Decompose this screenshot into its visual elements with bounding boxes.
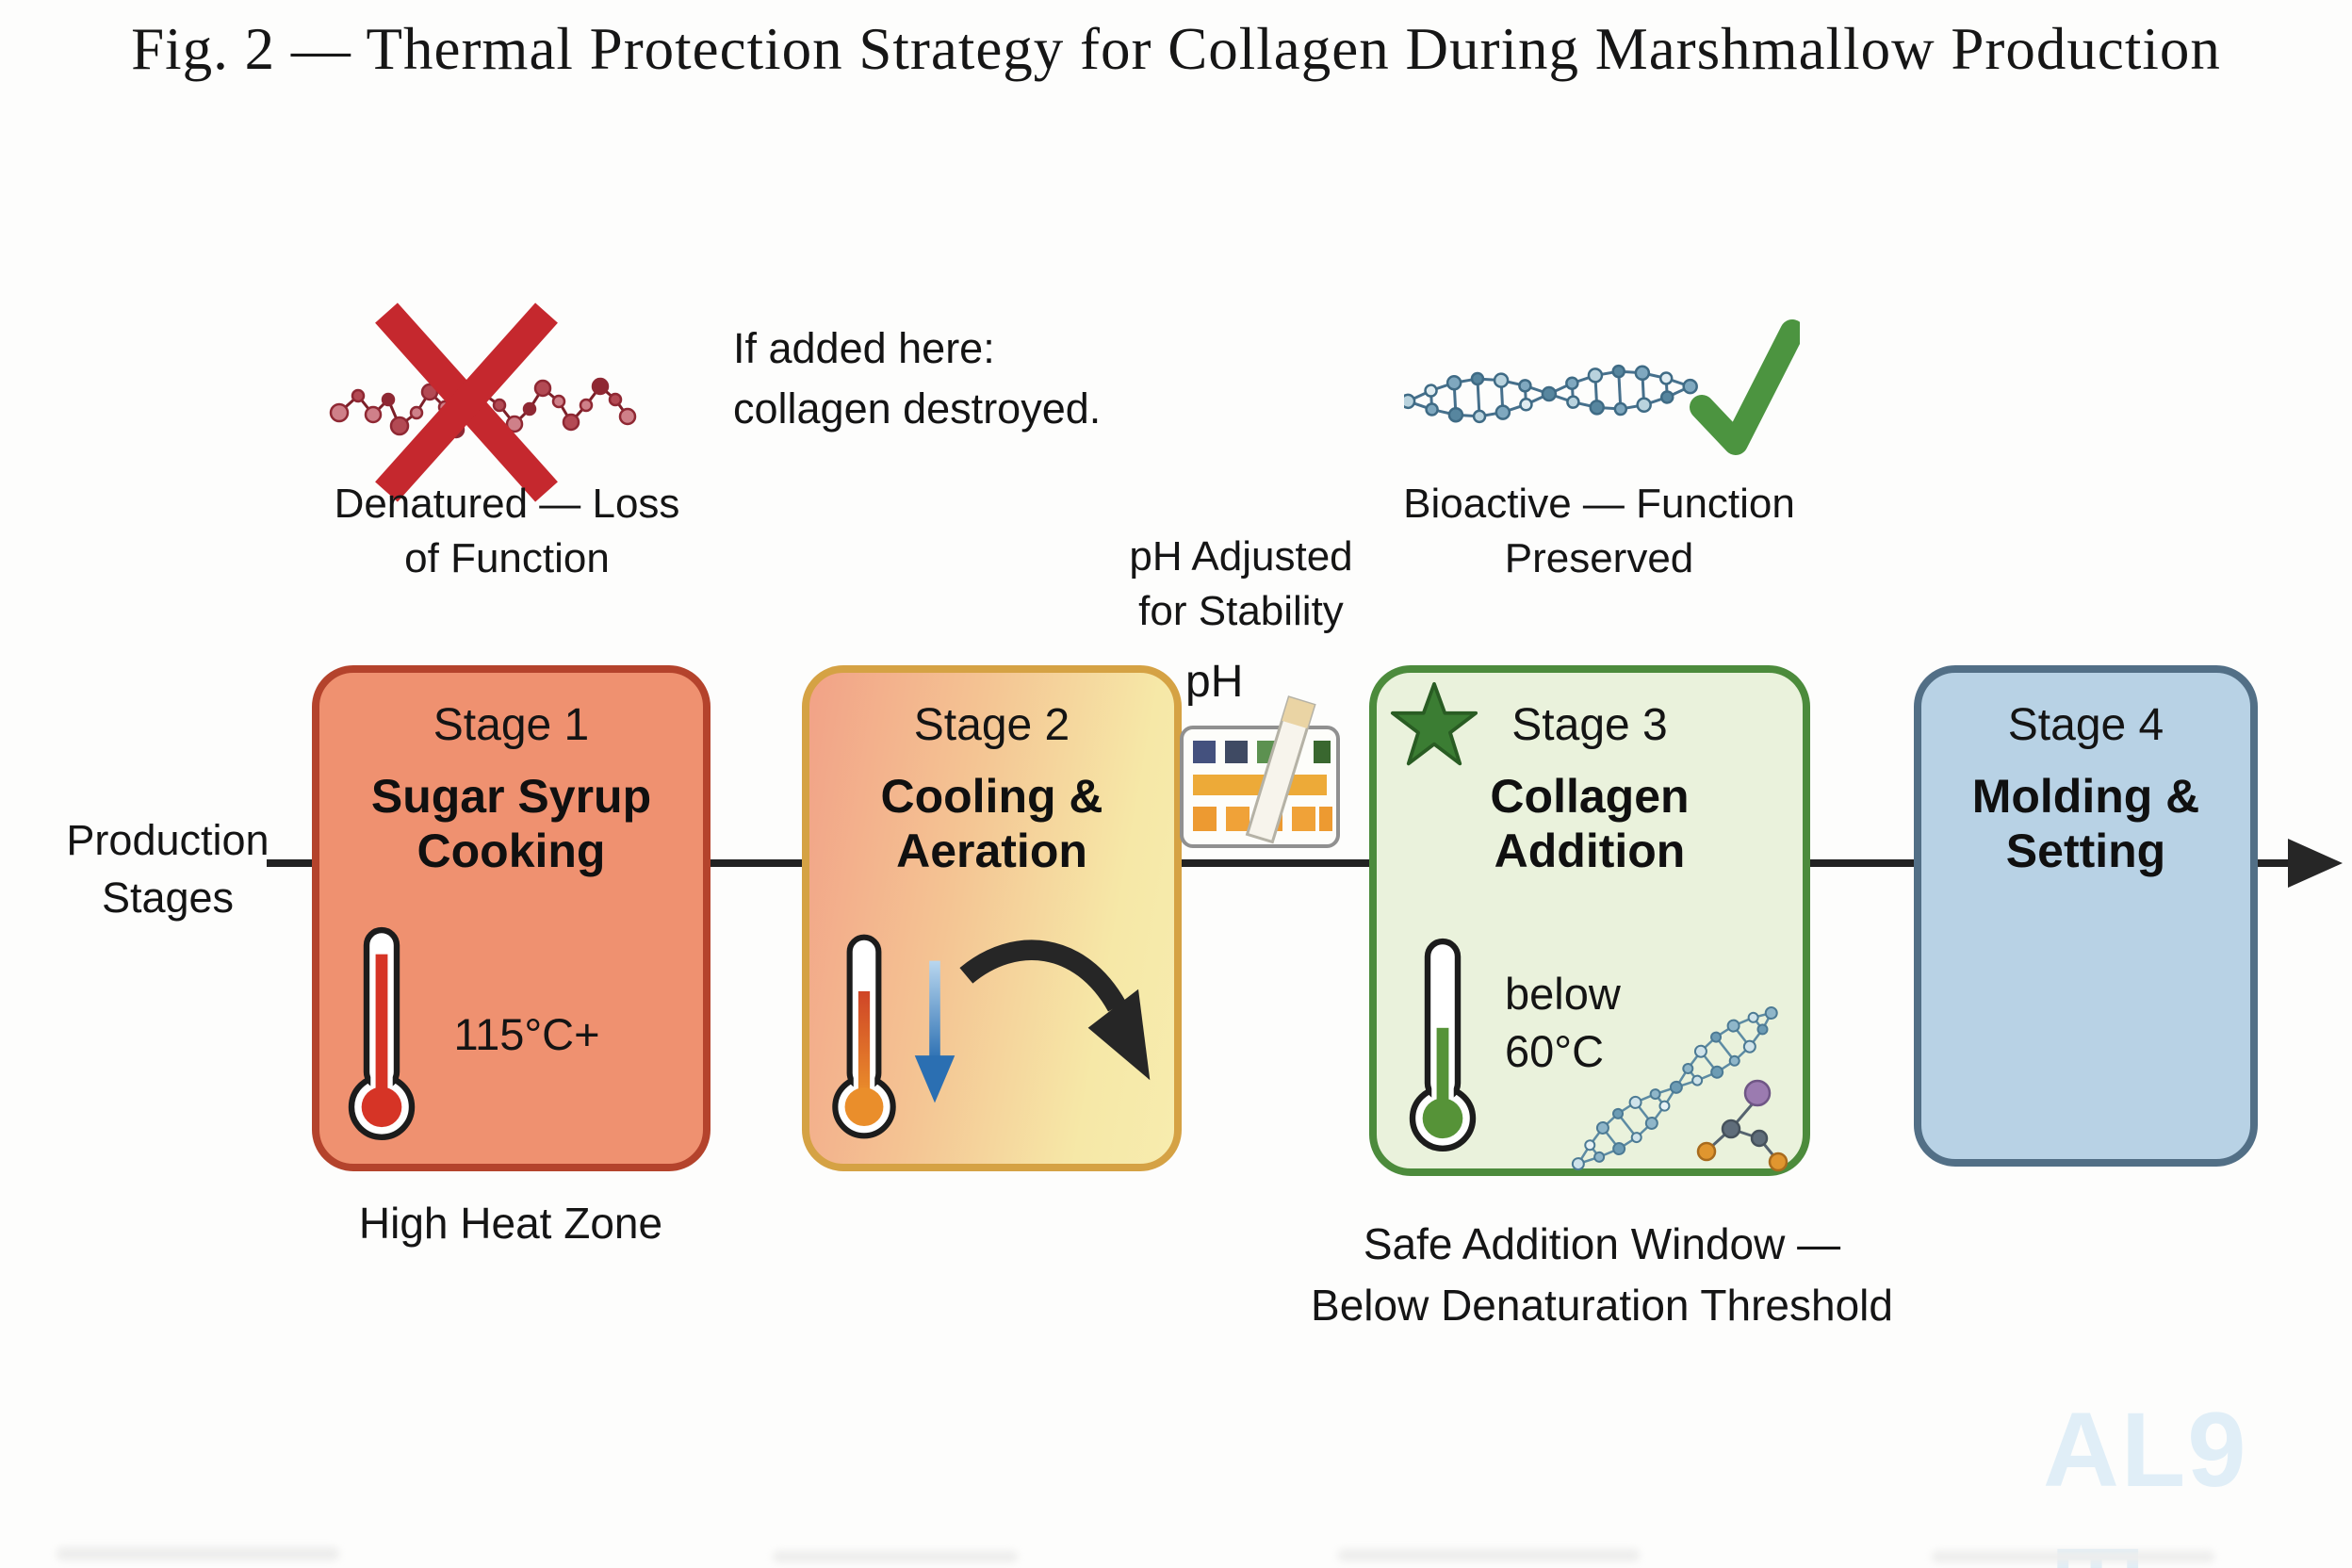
stage-2-name: Cooling & Aeration bbox=[880, 770, 1103, 877]
ph-test-strip-icon bbox=[1180, 695, 1340, 848]
stage-1-name: Sugar Syrup Cooking bbox=[370, 770, 652, 877]
star-icon bbox=[1390, 681, 1478, 766]
stage-4-box: Stage 4 Molding & Setting bbox=[1914, 665, 2258, 1167]
stage-3-label: Stage 3 bbox=[1511, 700, 1668, 750]
stage-1-box: Stage 1 Sugar Syrup Cooking 115°C+ bbox=[312, 665, 710, 1171]
denatured-caption: Denatured — Loss of Function bbox=[334, 481, 680, 582]
high-heat-zone-caption: High Heat Zone bbox=[358, 1199, 663, 1248]
bottom-smudge bbox=[773, 1551, 1018, 1562]
added-here-note: If added here: collagen destroyed. bbox=[733, 324, 1102, 433]
collagen-molecule-icon bbox=[1571, 1006, 1788, 1172]
thermometer-safe-icon bbox=[1409, 938, 1477, 1152]
red-x-icon bbox=[375, 302, 558, 502]
timeline-arrowhead-icon bbox=[2288, 839, 2343, 888]
thermometer-hot-icon bbox=[348, 926, 416, 1140]
watermark: AL9用 bbox=[2043, 1391, 2248, 1568]
stage-2-box: Stage 2 Cooling & Aeration bbox=[802, 665, 1182, 1171]
ph-heading: pH Adjusted for Stability bbox=[1129, 533, 1353, 635]
stage-3-box: Stage 3 Collagen Addition below 60°C bbox=[1369, 665, 1810, 1176]
production-stages-label: Production Stages bbox=[66, 816, 270, 922]
stage-4-name: Molding & Setting bbox=[1971, 770, 2200, 877]
stage-1-temperature: 115°C+ bbox=[453, 1009, 600, 1059]
bioactive-collagen-check-icon bbox=[1404, 319, 1800, 455]
amino-acid-branch bbox=[1708, 1102, 1778, 1160]
bottom-smudge bbox=[1932, 1551, 2214, 1562]
bottom-smudge bbox=[57, 1547, 339, 1560]
stage-3-temperature: below 60°C bbox=[1505, 969, 1621, 1077]
figure-title: Fig. 2 — Thermal Protection Strategy for… bbox=[131, 16, 2221, 82]
bioactive-caption: Bioactive — Function Preserved bbox=[1403, 481, 1795, 582]
thermometer-cooling-icon bbox=[832, 934, 896, 1139]
stage-3-name: Collagen Addition bbox=[1490, 770, 1690, 877]
ph-strip-label: pH bbox=[1185, 657, 1244, 707]
cooling-down-arrow-icon bbox=[914, 960, 956, 1103]
stage-2-label: Stage 2 bbox=[913, 700, 1070, 750]
timeline-line bbox=[267, 859, 2296, 867]
safe-addition-window-caption: Safe Addition Window — Below Denaturatio… bbox=[1311, 1219, 1893, 1331]
bioactive-helix bbox=[1404, 364, 1698, 424]
stage-4-label: Stage 4 bbox=[2007, 700, 2164, 750]
denatured-collagen-x-icon bbox=[329, 302, 637, 502]
bottom-smudge bbox=[1338, 1549, 1640, 1561]
green-check-icon bbox=[1690, 319, 1800, 455]
stage-1-label: Stage 1 bbox=[433, 700, 590, 750]
falling-curve-arrow-icon bbox=[959, 939, 1151, 1081]
